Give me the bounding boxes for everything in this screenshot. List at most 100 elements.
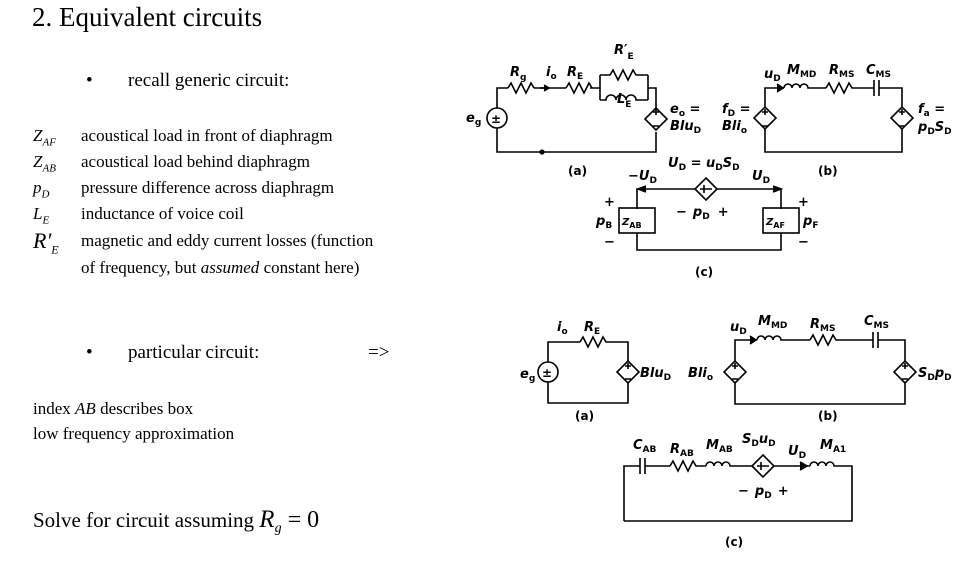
sign-minus: − — [798, 235, 809, 250]
dependent-source-fa — [889, 105, 915, 131]
note-index-ab: index AB describes box — [33, 399, 194, 418]
label-blio: Blio — [688, 366, 713, 383]
label-io: io — [546, 65, 557, 82]
label-eg: eg — [520, 367, 535, 384]
label-zab: ZAB — [621, 217, 642, 230]
label-blio: Blio — [722, 119, 747, 136]
label-eg: eg — [466, 111, 481, 128]
dependent-source-fd — [752, 105, 778, 131]
label-ud-eq: UD = uDSD — [668, 156, 740, 173]
def-symbol: R′E — [33, 228, 59, 257]
label-rms: RMS — [810, 317, 835, 334]
def-text: magnetic and eddy current losses (functi… — [81, 231, 374, 250]
resistor-rms — [809, 333, 873, 347]
inductor-mmd — [783, 83, 826, 89]
capacitor-cms — [872, 332, 879, 348]
sign-minus: − — [604, 235, 615, 250]
def-symbol: pD — [33, 178, 50, 201]
dependent-source-ud — [693, 176, 719, 202]
solve-instruction: Solve for circuit assuming Rg = 0 — [33, 506, 320, 537]
label-rms: RMS — [829, 63, 854, 80]
inductor-mmd — [756, 335, 810, 341]
dependent-source-blud — [615, 359, 641, 385]
circuit-bottom-a — [537, 335, 641, 404]
def-symbol: LE — [33, 204, 50, 227]
def-text: acoustical load behind diaphragm — [81, 152, 310, 171]
label-rg: Rg — [510, 65, 526, 83]
caption-top-b: (b) — [818, 164, 838, 178]
label-blud: BluD — [640, 366, 671, 383]
circuit-top-b — [752, 80, 915, 153]
resistor-re — [579, 335, 629, 361]
def-text: acoustical load in front of diaphragm — [81, 126, 333, 145]
label-pf: pF — [802, 214, 818, 231]
inductor-mab — [705, 461, 752, 467]
capacitor-cms — [873, 80, 880, 96]
label-re: RE — [584, 320, 600, 337]
def-symbol: ZAF — [33, 126, 56, 149]
note-low-frequency: low frequency approximation — [33, 424, 235, 443]
resistor-rg — [507, 81, 535, 95]
inductor-ma1 — [624, 461, 853, 522]
label-fd: fD = — [722, 102, 751, 119]
arrow-right — [772, 185, 784, 193]
circuit-top-c — [618, 176, 800, 251]
label-re: RE — [567, 65, 583, 82]
current-arrow — [776, 83, 785, 93]
dependent-source-sdud — [750, 453, 776, 479]
capacitor-cab — [639, 458, 646, 474]
label-io: io — [557, 320, 568, 337]
current-arrow — [749, 335, 758, 345]
slide-title: 2. Equivalent circuits — [32, 2, 263, 32]
label-pb: pB — [595, 214, 612, 231]
caption-top-c: (c) — [695, 265, 713, 279]
label-fa: fa = — [918, 102, 945, 119]
label-pd: −pD+ — [676, 205, 729, 222]
label-cms: CMS — [864, 314, 889, 331]
resistor-re — [565, 81, 593, 95]
bullet-marker: • — [86, 70, 93, 91]
def-text-continuation: of frequency, but assumed constant here) — [81, 258, 360, 277]
label-ma1: MA1 — [820, 438, 846, 455]
def-text: pressure difference across diaphragm — [81, 178, 335, 197]
source-sign: ± — [491, 112, 501, 126]
voltage-source-eg — [486, 107, 508, 129]
def-symbol: ZAB — [33, 152, 56, 175]
resistor-rab — [669, 459, 706, 473]
dependent-source-sdpd — [892, 359, 918, 385]
dependent-source-eo — [643, 106, 669, 132]
circuit-bottom-c — [623, 453, 853, 522]
label-mmd: MMD — [758, 314, 787, 331]
label-re-prime: R′E — [614, 43, 634, 62]
dependent-source-blio — [722, 359, 748, 385]
label-eo: eo = — [670, 102, 700, 119]
source-sign: ± — [542, 366, 552, 380]
label-ud: uD — [764, 67, 781, 84]
label-zaf: ZAF — [765, 217, 785, 230]
bullet-recall-generic: recall generic circuit: — [128, 70, 290, 91]
bullet-marker: • — [86, 342, 93, 363]
label-cms: CMS — [866, 63, 891, 80]
arrow-text: => — [368, 342, 390, 363]
bullet-particular-circuit: particular circuit: — [128, 342, 260, 363]
caption-bottom-b: (b) — [818, 409, 838, 423]
label-rab: RAB — [670, 442, 694, 459]
label-sdud: SDuD — [742, 432, 776, 449]
current-arrow — [543, 84, 551, 92]
label-pdsd: pDSD — [917, 120, 952, 137]
current-arrow — [799, 461, 809, 471]
caption-bottom-a: (a) — [575, 409, 594, 423]
inductor-le — [600, 94, 648, 101]
sign-plus: + — [798, 195, 809, 210]
caption-bottom-c: (c) — [725, 535, 743, 549]
sign-plus: + — [604, 195, 615, 210]
caption-top-a: (a) — [568, 164, 587, 178]
label-sdpd: SDpD — [918, 366, 952, 383]
label-ud-right: UD — [752, 169, 770, 186]
circuit-top-a — [486, 68, 669, 155]
voltage-source-eg — [537, 361, 559, 383]
label-pd: −pD+ — [738, 484, 789, 501]
label-ud: UD — [788, 444, 806, 461]
circuit-bottom-b — [722, 332, 918, 405]
